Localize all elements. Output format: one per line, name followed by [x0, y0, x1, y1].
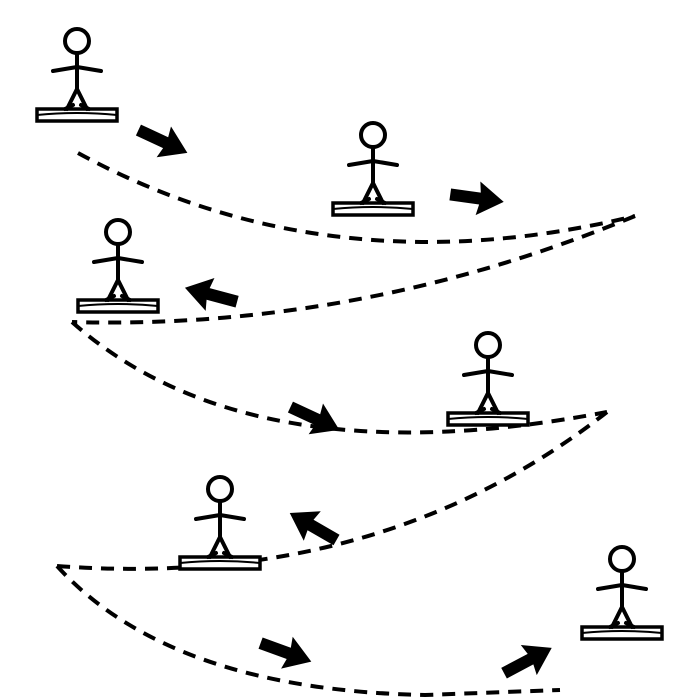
bold-arrow-icon	[287, 401, 340, 435]
dashed-paths	[55, 151, 636, 698]
bold-arrow-icon	[135, 124, 188, 158]
stick-figure-on-board-icon	[580, 545, 664, 641]
dashed-path-segment	[71, 214, 636, 325]
stick-figure-on-board-icon	[331, 121, 415, 217]
stick-figure-on-board-icon	[76, 218, 160, 314]
stick-figure-on-board-icon	[35, 27, 119, 123]
bold-arrow-icon	[289, 511, 340, 546]
dashed-path-segment	[56, 410, 609, 571]
bold-arrow-icon	[501, 645, 552, 679]
bold-arrow-icon	[184, 278, 239, 311]
arrows	[135, 124, 552, 679]
bold-arrow-icon	[258, 636, 312, 669]
figures	[35, 27, 664, 641]
stick-figure-on-board-icon	[178, 475, 262, 571]
bold-arrow-icon	[449, 181, 504, 216]
dashed-path-segment	[55, 564, 561, 698]
dashed-path-segment	[77, 151, 636, 244]
stick-figure-on-board-icon	[446, 331, 530, 427]
